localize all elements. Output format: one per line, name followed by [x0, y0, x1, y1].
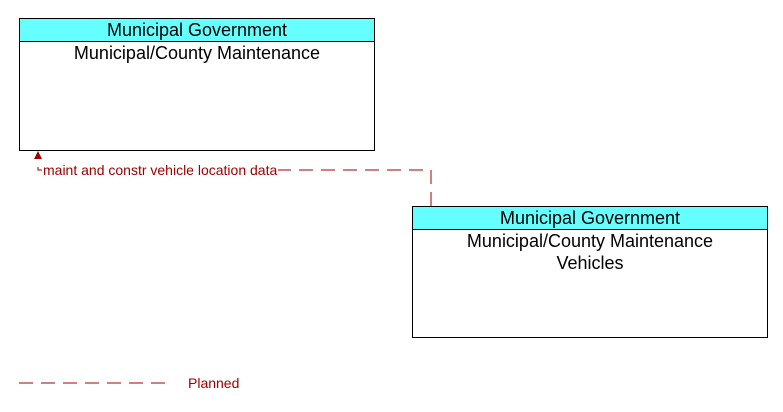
legend-planned-label: Planned [188, 375, 240, 391]
node-municipal-county-maintenance[interactable]: Municipal Government Municipal/County Ma… [19, 18, 375, 151]
node-title-line: Municipal/County Maintenance [466, 231, 714, 251]
flow-label[interactable]: maint and constr vehicle location data [42, 161, 279, 179]
node-body: Municipal/County Maintenance Vehicles [413, 230, 767, 274]
node-title-line: Municipal/County Maintenance [73, 43, 321, 63]
node-header: Municipal Government [413, 207, 767, 230]
flow-arrowhead [34, 151, 42, 159]
node-municipal-county-maintenance-vehicles[interactable]: Municipal Government Municipal/County Ma… [412, 206, 768, 338]
node-body: Municipal/County Maintenance [20, 42, 374, 64]
node-header: Municipal Government [20, 19, 374, 42]
node-title-line: Vehicles [556, 253, 624, 273]
